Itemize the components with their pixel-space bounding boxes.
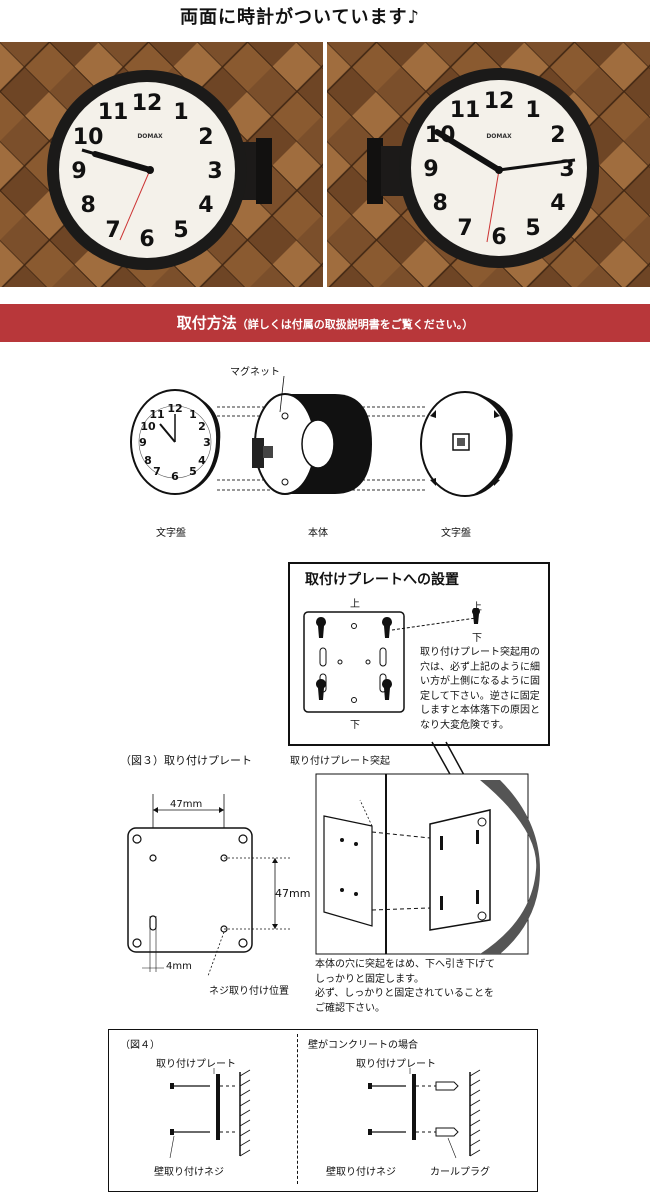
clock-numeral: 6 (139, 227, 154, 252)
protrusion-label: 取り付けプレート突起 (290, 756, 390, 767)
svg-text:7: 7 (153, 465, 161, 478)
clock-numeral: 12 (132, 91, 163, 116)
clock-numeral: 11 (450, 98, 481, 123)
clock-numeral: 6 (491, 225, 506, 250)
svg-text:11: 11 (149, 408, 164, 421)
clock-numeral: 1 (173, 100, 188, 125)
clock-numeral: 2 (550, 123, 565, 148)
fig4-plate-label-right: 取り付けプレート (356, 1059, 436, 1070)
protrusion-mounting-illustration (315, 741, 540, 955)
fig4-divider (297, 1034, 298, 1184)
protrusion-caption-line: しっかりと固定します。 (315, 973, 424, 985)
svg-text:6: 6 (171, 470, 179, 483)
install-warning-line: い方が上側になるように固 (420, 676, 540, 687)
clock-numeral: 4 (198, 193, 213, 218)
svg-text:3: 3 (203, 436, 211, 449)
install-warning-line: 取り付けプレート突起用の (420, 647, 540, 658)
fig3-screw-label: ネジ取り付け位置 (209, 986, 289, 997)
fig3-gap-label: 4mm (166, 961, 192, 972)
clock-numeral: 5 (173, 218, 188, 243)
clock-numeral: 11 (98, 100, 129, 125)
clock-numeral: 8 (432, 191, 447, 216)
key-bottom-label: 下 (472, 633, 482, 644)
magnet-label: マグネット (230, 367, 280, 378)
install-warning-text: 取り付けプレート突起用の 穴は、必ず上記のように細 い方が上側になるように固 定… (420, 646, 542, 733)
svg-text:12: 12 (167, 402, 182, 415)
part-label-right: 文字盤 (441, 528, 471, 539)
svg-text:1: 1 (189, 408, 197, 421)
svg-text:9: 9 (139, 436, 147, 449)
clock-numeral: 1 (525, 98, 540, 123)
clock-numeral: 12 (484, 89, 515, 114)
clock-numeral: 7 (105, 218, 120, 243)
protrusion-caption-line: 必ず、しっかりと固定されていることを (315, 988, 494, 999)
mounting-plate-orientation-diagram (303, 608, 480, 713)
part-label-center: 本体 (308, 528, 328, 539)
plate-bottom-label: 下 (350, 720, 360, 731)
install-box-title: 取付けプレートへの設置 (305, 572, 459, 588)
svg-text:5: 5 (189, 465, 197, 478)
svg-text:4: 4 (198, 454, 206, 467)
clock-brand: DOMAX (137, 133, 163, 140)
clock-numeral: 4 (550, 191, 565, 216)
page-title: 両面に時計がついています♪ (180, 7, 420, 28)
svg-text:10: 10 (140, 420, 156, 433)
clock-brand: DOMAX (486, 133, 512, 140)
clock-numeral: 9 (423, 157, 438, 182)
install-warning-line: 定して下さい。逆さに固定 (420, 690, 540, 702)
clock-numeral: 2 (198, 125, 213, 150)
section-banner: 取付方法（詳しくは付属の取扱説明書をご覧ください。） (0, 304, 650, 342)
key-top-label: 上 (472, 602, 482, 613)
clock-numeral: 7 (457, 216, 472, 241)
clock-numeral: 10 (73, 125, 104, 150)
fig4-plug-label: カールプラグ (430, 1167, 490, 1178)
protrusion-caption-line: ご確認下さい。 (315, 1002, 385, 1014)
fig3-width-label: 47mm (170, 799, 203, 810)
clock-numeral: 9 (71, 159, 86, 184)
clock-numeral: 3 (559, 157, 574, 182)
fig3-height-label: 47mm (275, 887, 311, 900)
install-warning-line: しますと本体落下の原因と (420, 705, 540, 716)
fig3-title: （図３）取り付けプレート (120, 754, 252, 767)
banner-title: 取付方法 (176, 314, 237, 332)
fig4-wood-wall-diagram (169, 1068, 251, 1159)
install-warning-line: 穴は、必ず上記のように細 (420, 661, 540, 673)
banner-note: （詳しくは付属の取扱説明書をご覧ください。） (236, 318, 474, 331)
install-warning-line: なり大変危険です。 (420, 719, 509, 731)
part-label-left: 文字盤 (156, 528, 186, 539)
clock-numeral: 3 (207, 159, 222, 184)
fig4-concrete-wall-diagram (368, 1068, 481, 1159)
fig4-title: （図４） (120, 1040, 160, 1051)
fig4-box (108, 1029, 538, 1192)
protrusion-caption: 本体の穴に突起をはめ、下へ引き下げて しっかりと固定します。 必ず、しっかりと固… (315, 958, 535, 1016)
svg-text:2: 2 (198, 420, 206, 433)
fig4-screw-label-right: 壁取り付けネジ (326, 1167, 396, 1178)
plate-top-label: 上 (350, 599, 360, 610)
fig3-plate-diagram (127, 794, 292, 977)
protrusion-caption-line: 本体の穴に突起をはめ、下へ引き下げて (315, 959, 495, 970)
fig4-screw-label-left: 壁取り付けネジ (154, 1167, 224, 1178)
fig4-concrete-title: 壁がコンクリートの場合 (308, 1040, 418, 1051)
clock-numeral: 5 (525, 216, 540, 241)
fig4-plate-label-left: 取り付けプレート (156, 1059, 236, 1070)
svg-text:8: 8 (144, 454, 152, 467)
clock-numeral: 8 (80, 193, 95, 218)
